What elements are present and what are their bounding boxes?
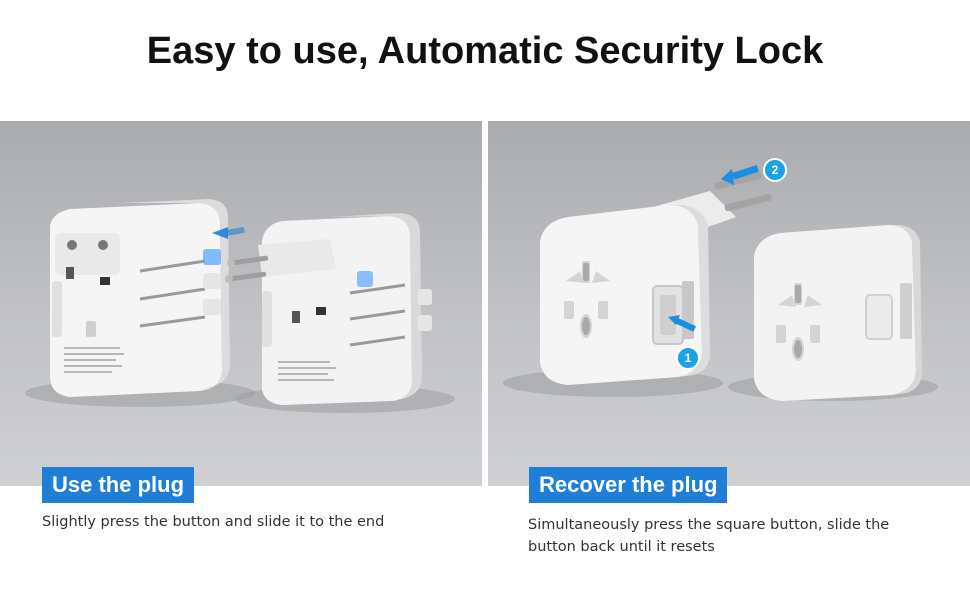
adapter-illustration-right <box>503 164 938 401</box>
step-badge-2: 2 <box>763 158 787 182</box>
adapter-illustration-left <box>25 199 455 413</box>
use-plug-label: Use the plug <box>42 467 195 503</box>
recover-plug-label: Recover the plug <box>529 467 728 503</box>
travel-adapter-back <box>225 213 432 405</box>
adapter-reset <box>754 225 922 401</box>
recover-plug-description: Simultaneously press the square button, … <box>528 517 890 555</box>
travel-adapter-front <box>50 199 230 397</box>
use-plug-photo <box>0 121 482 486</box>
use-plug-description: Slightly press the button and slide it t… <box>42 514 385 530</box>
step-badge-1: 1 <box>676 346 700 370</box>
recover-plug-photo: 2 1 <box>488 121 970 486</box>
page-title: Easy to use, Automatic Security Lock <box>146 30 824 72</box>
adapter-with-plug <box>540 205 710 385</box>
